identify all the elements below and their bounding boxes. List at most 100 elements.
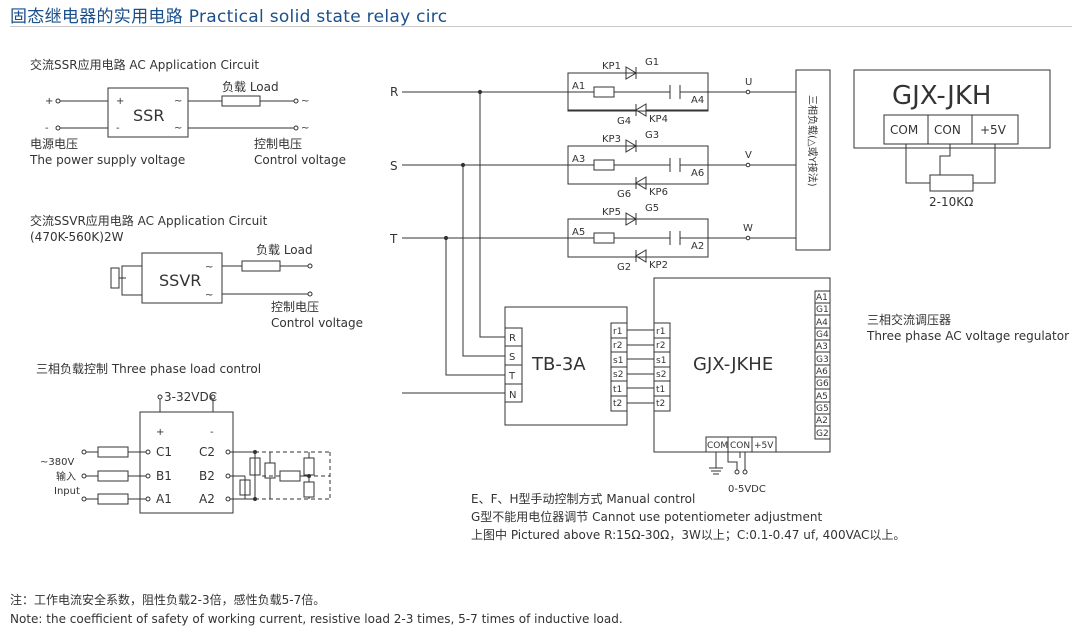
phase-s-label: S bbox=[390, 159, 398, 173]
ssr-load-resistor bbox=[221, 95, 261, 107]
jkh-terminals bbox=[883, 114, 1019, 145]
jkh-con: CON bbox=[934, 123, 961, 137]
note-manual-control: E、F、H型手动控制方式 Manual control bbox=[471, 491, 695, 506]
phase-r-label: R bbox=[390, 85, 398, 99]
power-minus-mark: - bbox=[45, 123, 49, 134]
kp5-label: KP5 bbox=[602, 207, 621, 218]
dc-plus-mark: + bbox=[156, 427, 164, 438]
ground-icon bbox=[709, 452, 723, 475]
dc-control-label: 0-5VDC bbox=[728, 484, 766, 495]
jkhe-in-t1: t1 bbox=[656, 385, 665, 395]
kp3-label: KP3 bbox=[602, 134, 621, 145]
footer-note-cn: 注：工作电流安全系数，阻性负载2-3倍，感性负载5-7倍。 bbox=[10, 592, 325, 607]
power-plus-mark: + bbox=[45, 96, 53, 107]
power-supply-cn: 电源电压 bbox=[30, 137, 78, 151]
ssvr-box-label: SSVR bbox=[159, 271, 201, 290]
a4-label: A4 bbox=[691, 95, 704, 106]
snubber-resistor-3 bbox=[593, 232, 615, 244]
ssvr-box bbox=[141, 252, 223, 304]
three-phase-load-label: 三相负载(△或Y接法) bbox=[806, 95, 819, 187]
three-phase-module-box bbox=[139, 411, 234, 514]
jkhe-in-r1: r1 bbox=[656, 327, 665, 337]
load-resistor-2 bbox=[239, 479, 251, 496]
jkhe-in-s2: s2 bbox=[656, 370, 666, 380]
tb-out-r2: r2 bbox=[613, 341, 622, 351]
ssr-tilde-bottom: ~ bbox=[174, 123, 182, 134]
ssr-minus-mark: - bbox=[116, 123, 120, 134]
fuse-b bbox=[97, 470, 129, 482]
g2-label: G2 bbox=[617, 262, 631, 273]
snubber-resistor-1 bbox=[593, 86, 615, 98]
a3-label: A3 bbox=[572, 154, 585, 165]
gate-a2: A2 bbox=[816, 416, 828, 426]
ctrl-tilde-top: ~ bbox=[301, 96, 309, 107]
phase-t-label: T bbox=[389, 232, 398, 246]
term-a2: A2 bbox=[199, 492, 215, 506]
tb-in-s: S bbox=[509, 352, 515, 363]
ssr-plus-mark: + bbox=[116, 96, 124, 107]
tb-in-r: R bbox=[509, 333, 516, 344]
ssvr-tilde-bottom: ~ bbox=[205, 290, 213, 301]
power-supply-en: The power supply voltage bbox=[29, 153, 185, 167]
control-voltage-cn: 控制电压 bbox=[254, 137, 302, 151]
load-resistor-1 bbox=[249, 457, 261, 476]
ssvr-potentiometer bbox=[110, 267, 120, 289]
gate-a1: A1 bbox=[816, 293, 828, 303]
gate-a4: A4 bbox=[816, 318, 828, 328]
load-resistor-5 bbox=[303, 457, 315, 476]
regulator-desc-en: Three phase AC voltage regulator bbox=[866, 329, 1069, 343]
gate-g5: G5 bbox=[816, 404, 829, 414]
gjx-jkh-box bbox=[853, 69, 1051, 149]
ac-ssr-title: 交流SSR应用电路 AC Application Circuit bbox=[30, 57, 259, 72]
fuse-c bbox=[97, 446, 129, 458]
tb3a-label: TB-3A bbox=[531, 354, 586, 375]
term-c2: C2 bbox=[199, 445, 215, 459]
a6-label: A6 bbox=[691, 168, 704, 179]
page-title: 固态继电器的实用电路 Practical solid state relay c… bbox=[10, 7, 448, 27]
gate-a3: A3 bbox=[816, 342, 828, 352]
ac-ssvr-title: 交流SSVR应用电路 AC Application Circuit bbox=[30, 213, 268, 228]
load-resistor-6 bbox=[303, 481, 315, 498]
jkh-com: COM bbox=[890, 123, 918, 137]
ac-ssvr-range: (470K-560K)2W bbox=[30, 230, 124, 244]
ac-ssvr-circuit: 交流SSVR应用电路 AC Application Circuit (470K-… bbox=[30, 213, 363, 330]
ssvr-control-en: Control voltage bbox=[271, 316, 363, 330]
g5-label: G5 bbox=[645, 203, 659, 214]
g1-label: G1 bbox=[645, 57, 659, 68]
gjx-jkhe-label: GJX-JKHE bbox=[693, 354, 773, 375]
jkh-5v: +5V bbox=[980, 123, 1007, 137]
ssr-box bbox=[107, 87, 189, 138]
tb-out-r1: r1 bbox=[613, 327, 622, 337]
phase-block-3: KP5 G5 A5 A2 G2 KP2 bbox=[567, 203, 709, 273]
gate-g6: G6 bbox=[816, 379, 829, 389]
jkhe-con: CON bbox=[730, 441, 750, 451]
input-voltage-label: ~380V bbox=[40, 457, 74, 468]
tb-out-t2: t2 bbox=[613, 399, 622, 409]
g6-label: G6 bbox=[617, 189, 631, 200]
a1-label: A1 bbox=[572, 81, 585, 92]
three-phase-load-circuit: 三相负载控制 Three phase load control 3-32VDC … bbox=[36, 362, 331, 514]
a5-label: A5 bbox=[572, 227, 585, 238]
phase-block-2: KP3 G3 A3 A6 G6 KP6 bbox=[567, 130, 709, 200]
gate-g1: G1 bbox=[816, 305, 829, 315]
input-cn-label: 输入 bbox=[56, 470, 76, 483]
gate-g4: G4 bbox=[816, 330, 829, 340]
output-v-label: V bbox=[745, 150, 752, 161]
gjx-jkh-label: GJX-JKH bbox=[892, 81, 991, 111]
control-voltage-en: Control voltage bbox=[254, 153, 346, 167]
gate-g3: G3 bbox=[816, 355, 829, 365]
jkh-potentiometer bbox=[929, 174, 974, 192]
three-phase-title: 三相负载控制 Three phase load control bbox=[36, 362, 261, 376]
regulator-desc-cn: 三相交流调压器 bbox=[867, 312, 951, 327]
ssvr-load-label: 负载 Load bbox=[256, 243, 313, 257]
fuse-a bbox=[97, 493, 129, 505]
ssr-tilde-top: ~ bbox=[174, 96, 182, 107]
ac-ssr-circuit: 交流SSR应用电路 AC Application Circuit SSR + -… bbox=[29, 57, 346, 167]
kp4-label: KP4 bbox=[649, 114, 668, 125]
tb-out-s1: s1 bbox=[613, 356, 623, 366]
output-u-label: U bbox=[745, 77, 752, 88]
tb-out-s2: s2 bbox=[613, 370, 623, 380]
output-w-label: W bbox=[743, 223, 753, 234]
g3-label: G3 bbox=[645, 130, 659, 141]
